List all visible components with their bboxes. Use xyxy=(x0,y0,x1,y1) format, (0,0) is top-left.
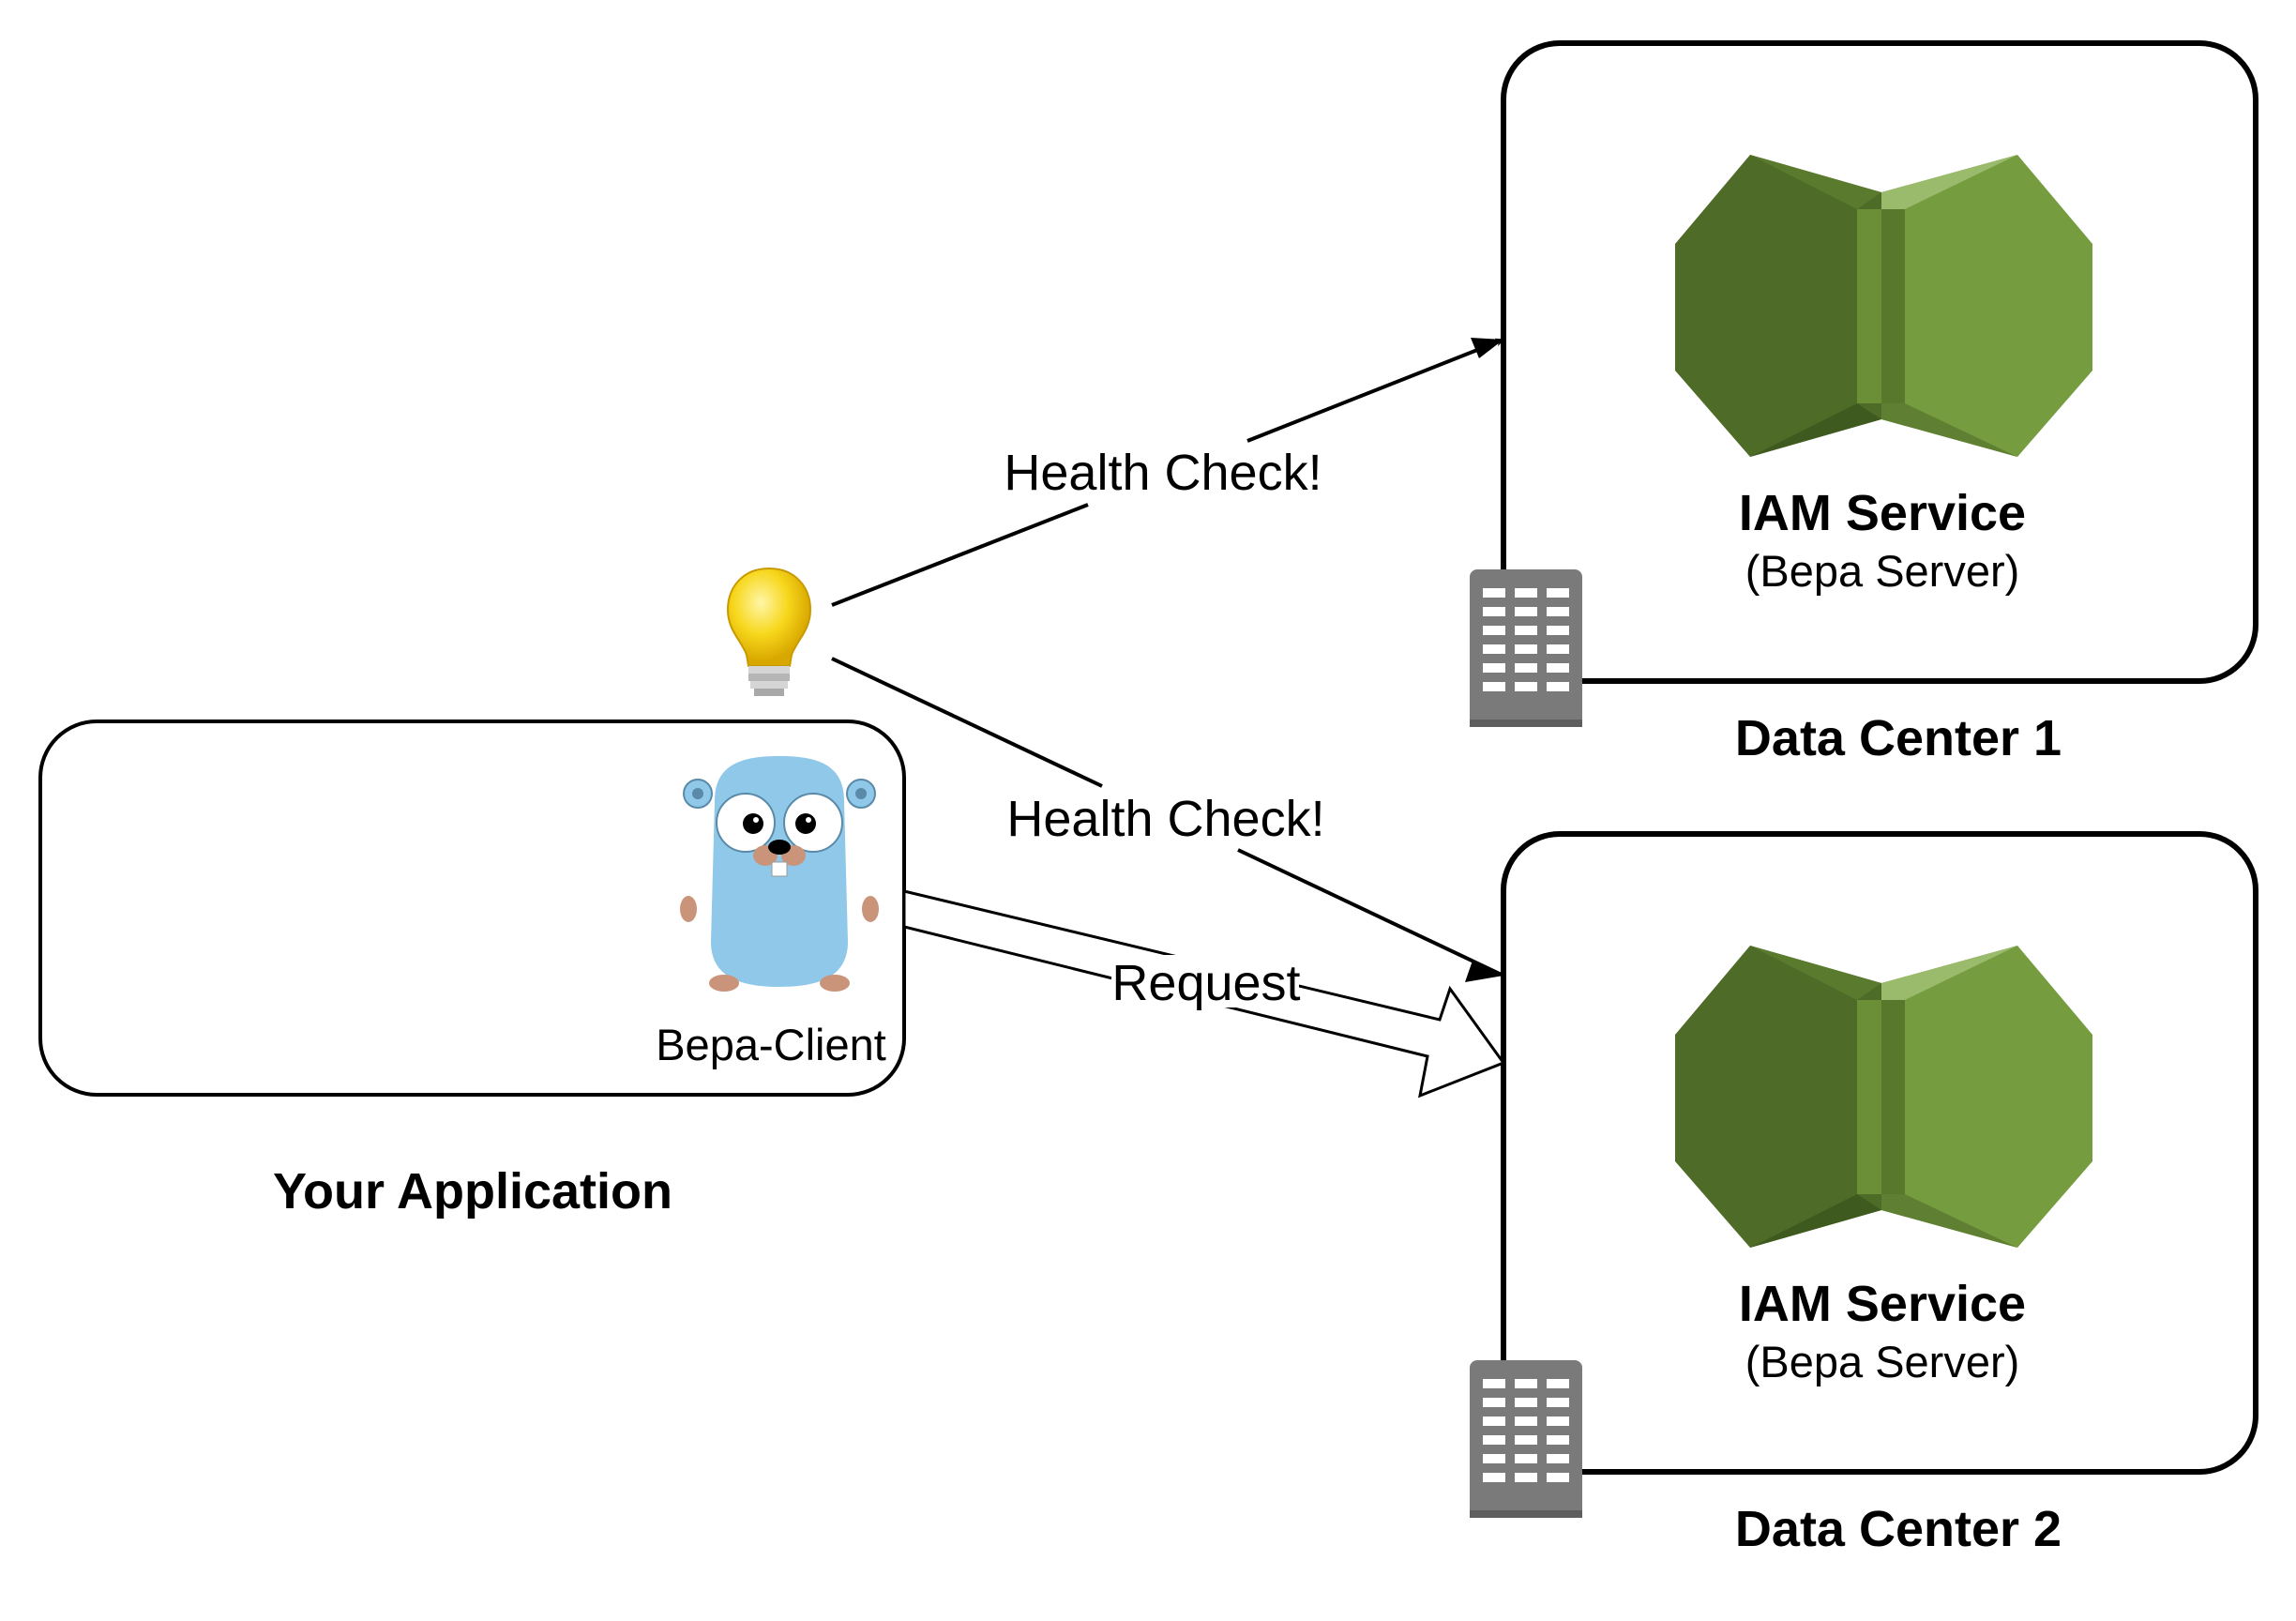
iam-service-icon xyxy=(1675,946,2092,1248)
lightbulb-icon xyxy=(726,567,812,696)
data-center-2-label: Data Center 2 xyxy=(1735,1501,2062,1557)
data-center-2-box xyxy=(1501,831,2258,1475)
bepa-client-label: Bepa-Client xyxy=(656,1020,886,1069)
health-check-arrow-2: Health Check! xyxy=(831,657,1504,982)
building-icon xyxy=(1470,569,1582,727)
data-center-2: IAM Service (Bepa Server) Data Center 2 xyxy=(1470,831,2258,1557)
iam-service-title: IAM Service xyxy=(1739,485,2026,541)
iam-service-subtitle: (Bepa Server) xyxy=(1745,1337,2020,1386)
iam-service-subtitle: (Bepa Server) xyxy=(1745,546,2020,596)
iam-service-icon xyxy=(1675,155,2092,457)
data-center-1-label: Data Center 1 xyxy=(1735,710,2062,766)
request-label: Request xyxy=(1111,955,1300,1011)
health-check-arrow-1: Health Check! xyxy=(831,338,1504,607)
application: Bepa-Client xyxy=(38,720,906,1097)
building-icon xyxy=(1470,1360,1582,1518)
health-check-label-2: Health Check! xyxy=(1006,791,1324,847)
health-check-label-1: Health Check! xyxy=(1004,445,1322,501)
data-center-1: IAM Service (Bepa Server) Data Center 1 xyxy=(1470,40,2258,766)
gopher-icon xyxy=(680,756,879,992)
iam-service-title: IAM Service xyxy=(1739,1276,2026,1332)
application-label: Your Application xyxy=(273,1163,672,1220)
data-center-1-box xyxy=(1501,40,2258,684)
request-arrow: Request xyxy=(902,889,1506,1098)
